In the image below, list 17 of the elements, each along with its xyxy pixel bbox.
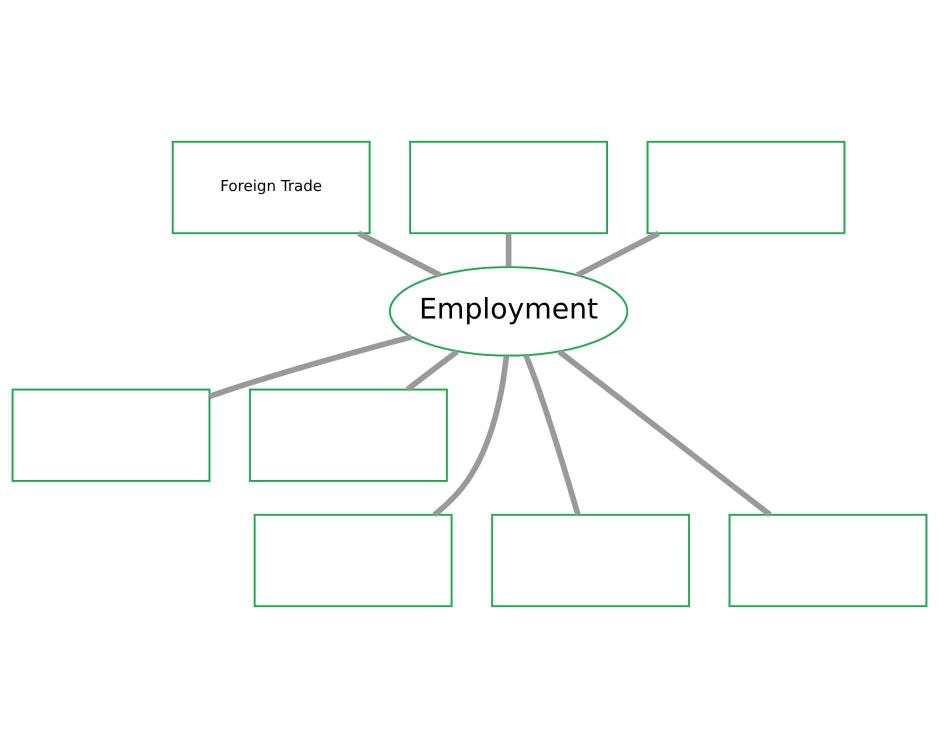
connector xyxy=(432,355,510,517)
connector xyxy=(406,348,459,392)
node-box xyxy=(249,388,448,482)
node-box xyxy=(12,388,210,482)
connector xyxy=(208,334,412,399)
node-box xyxy=(254,513,453,607)
node-box xyxy=(646,140,846,234)
connector xyxy=(506,232,512,266)
connector xyxy=(576,230,660,278)
node-ellipse: Employment xyxy=(388,266,628,356)
node-box xyxy=(409,140,608,234)
connector xyxy=(357,230,442,278)
node-box xyxy=(728,513,928,607)
connector xyxy=(557,348,772,516)
connector xyxy=(523,354,581,515)
node-box: Foreign Trade xyxy=(172,140,371,234)
node-box xyxy=(491,513,690,607)
